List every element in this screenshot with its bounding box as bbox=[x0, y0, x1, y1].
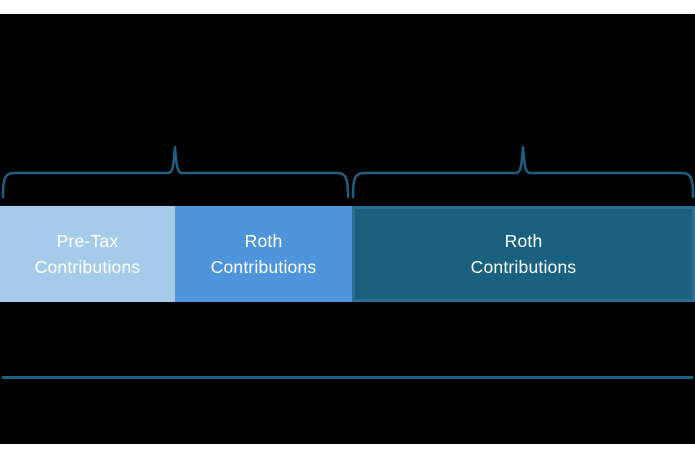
bar-segment-roth-contributions-dark: Roth Contributions bbox=[352, 206, 695, 302]
segment-label: Pre-Tax Contributions bbox=[34, 231, 141, 277]
divider-line bbox=[2, 376, 693, 379]
top-margin-strip bbox=[0, 0, 695, 14]
bar-segment-roth-contributions: Roth Contributions bbox=[175, 206, 352, 302]
segment-label: Roth Contributions bbox=[210, 231, 317, 277]
bottom-margin-strip bbox=[0, 444, 695, 462]
bar-segment-pretax-contributions: Pre-Tax Contributions bbox=[0, 206, 175, 302]
contribution-bar: Pre-Tax Contributions Roth Contributions… bbox=[0, 206, 695, 302]
right-brace-icon bbox=[351, 145, 695, 199]
left-brace-icon bbox=[1, 145, 350, 199]
segment-label: Roth Contributions bbox=[470, 231, 577, 277]
